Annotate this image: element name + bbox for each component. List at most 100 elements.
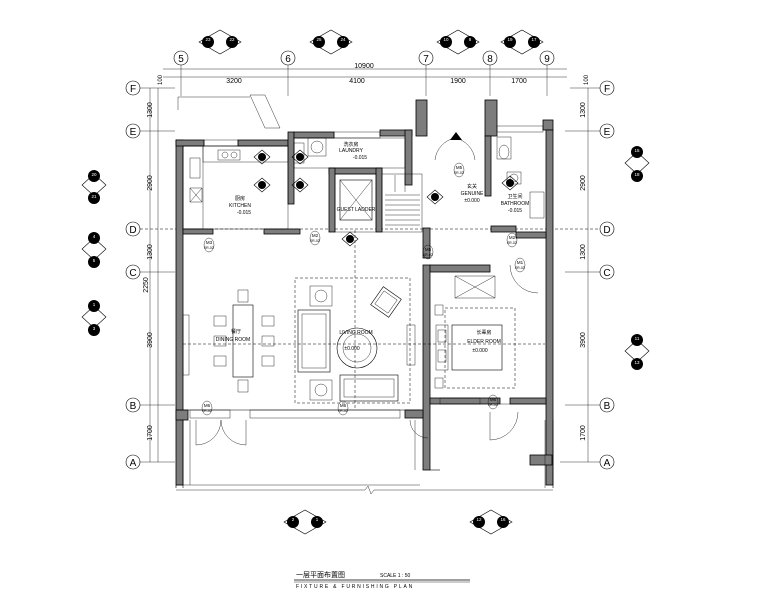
- grid-row-label: D: [129, 225, 136, 236]
- callout-right-11-13: 11 13: [624, 334, 650, 370]
- bathroom-fixtures: [496, 136, 545, 219]
- dining-label-cn: 餐厅: [231, 328, 241, 335]
- door-tag-code: M3: [206, 240, 213, 245]
- door-tag-m2-bath: M2 0R-02: [506, 232, 518, 248]
- dim-text: 100: [584, 74, 590, 85]
- laundry-level: -0.015: [353, 155, 367, 161]
- bath-level: -0.015: [508, 208, 522, 214]
- drawing-scale: SCALE 1 : 50: [380, 573, 411, 579]
- callout-number: 12: [476, 517, 482, 522]
- living-room-set: [294, 277, 416, 404]
- door-tag-m5-core: M5 0R-02: [422, 244, 434, 260]
- door-tag-sub: 0R-02: [515, 266, 525, 270]
- callout-number: 8: [469, 37, 472, 42]
- dim-text: 100: [158, 74, 164, 85]
- drawing-title-block: 一层平面布置图 SCALE 1 : 50 FIXTURE & FURNISHIN…: [294, 570, 470, 590]
- top-dimensions: 10900 3200 4100 1900 1700 100 100: [158, 63, 590, 85]
- dining-table-set: [182, 289, 275, 393]
- callout-left-4-5: 4 5: [81, 232, 107, 268]
- callout-right-15-18: 15 18: [624, 146, 650, 182]
- door-tag-sub: 0R-02: [454, 171, 464, 175]
- callout-number: 19: [507, 37, 513, 42]
- callout-number: 5: [93, 258, 96, 263]
- dim-text: 1900: [450, 78, 466, 85]
- grid-row-label: B: [604, 401, 611, 412]
- staircase: [177, 94, 420, 226]
- door-tag-code: M6: [204, 403, 211, 408]
- callout-number: 3: [93, 326, 96, 331]
- door-tag-code: M5: [425, 247, 432, 252]
- grid-col-7: 7: [418, 50, 434, 96]
- door-tag-sub: 0R-02: [202, 409, 212, 413]
- door-tag-m1: M1 0R-02: [514, 257, 526, 273]
- laundry-label: LAUNDRY: [339, 148, 363, 154]
- genuine-label-cn: 玄关: [467, 183, 477, 190]
- door-tag-m2-laundry: M2 0R-02: [309, 230, 321, 246]
- elder-label: ELDER ROOM: [467, 339, 501, 345]
- grid-row-E: E E: [125, 123, 615, 139]
- windows: [189, 125, 544, 419]
- dim-text: 1300: [147, 102, 154, 118]
- dining-label: DINING ROOM: [216, 337, 250, 343]
- door-tag-m6-dining: M6 0R-02: [201, 400, 213, 416]
- door-tag-code: M6: [490, 397, 497, 402]
- callout-number: 22: [229, 37, 235, 42]
- kitchen-label-cn: 厨房: [235, 195, 245, 202]
- callout-number: 1: [316, 517, 319, 522]
- callout-number: 13: [634, 360, 640, 365]
- room-labels: 洗衣房 LAUNDRY -0.015 厨房 KITCHEN -0.015 GUE…: [216, 141, 529, 354]
- dim-text: 2250: [143, 277, 150, 293]
- grid-row-label: F: [130, 84, 136, 95]
- callout-left-1-3: 1 3: [81, 300, 107, 336]
- kitchen-fixtures: [182, 145, 289, 230]
- callout-number: 16: [500, 517, 506, 522]
- door-tag-m5-entry: M5 0R-02: [453, 162, 465, 178]
- genuine-level: ±0.000: [464, 198, 479, 204]
- callout-number: 23: [205, 37, 211, 42]
- door-tag-m6-elder: M6 0R-02: [487, 394, 499, 410]
- dim-text: 3200: [226, 78, 242, 85]
- grid-col-label: 7: [423, 54, 429, 65]
- grid-row-label: E: [604, 127, 611, 138]
- kitchen-level: -0.015: [237, 210, 251, 216]
- elder-room-bed: [434, 275, 516, 389]
- grid-col-label: 8: [487, 54, 493, 65]
- callout-number: 4: [93, 234, 96, 239]
- grid-row-label: A: [130, 458, 137, 469]
- grid-row-label: A: [604, 458, 611, 469]
- side-dimensions: 1300 2900 1300 2250 3900 1700 1300 2900 …: [143, 88, 589, 462]
- grid-row-A: A A: [125, 454, 615, 470]
- callout-number: 1: [93, 302, 96, 307]
- dim-text: 1700: [511, 78, 527, 85]
- dim-text: 2900: [147, 175, 154, 191]
- grid-col-6: 6: [280, 50, 296, 96]
- door-tag-code: M2: [312, 233, 319, 238]
- dim-text: 1700: [580, 425, 587, 441]
- dim-text: 1300: [147, 244, 154, 260]
- walls: [175, 99, 554, 486]
- elder-label-cn: 长辈房: [476, 329, 491, 336]
- door-tag-m3: M3 0R-02: [203, 237, 215, 253]
- living-level: ±0.000: [344, 346, 359, 352]
- door-tag-sub: 0R-02: [338, 409, 348, 413]
- dim-text: 4100: [349, 78, 365, 85]
- dim-text: 3900: [580, 332, 587, 348]
- grid-row-F: F F: [125, 80, 615, 96]
- callout-bottom-2-1: 2 1: [283, 509, 327, 535]
- grid-row-bubbles: F F E E D D C C B B A A: [125, 80, 615, 470]
- door-tags: M3 0R-02 M2 0R-02 M5 0R-02 M5 0R-02 M2 0…: [201, 162, 526, 416]
- callout-top-19-17: 19 17: [500, 29, 544, 55]
- grid-col-9: 9: [539, 50, 555, 96]
- door-tag-code: M6: [340, 403, 347, 408]
- drawing-title-en: FIXTURE & FURNISHING PLAN: [296, 584, 414, 590]
- elevation-callouts-right: 15 18 11 13: [624, 146, 650, 370]
- elevation-callouts-top: 23 22 25 24 10 8 19 17: [198, 29, 544, 55]
- callout-number: 10: [443, 37, 449, 42]
- grid-col-label: 9: [544, 54, 550, 65]
- callout-top-23-22: 23 22: [198, 29, 242, 55]
- door-tag-sub: 0R-02: [204, 246, 214, 250]
- callout-number: 17: [531, 37, 537, 42]
- callout-left-20-21: 20 21: [81, 170, 107, 204]
- callout-number: 20: [91, 172, 97, 177]
